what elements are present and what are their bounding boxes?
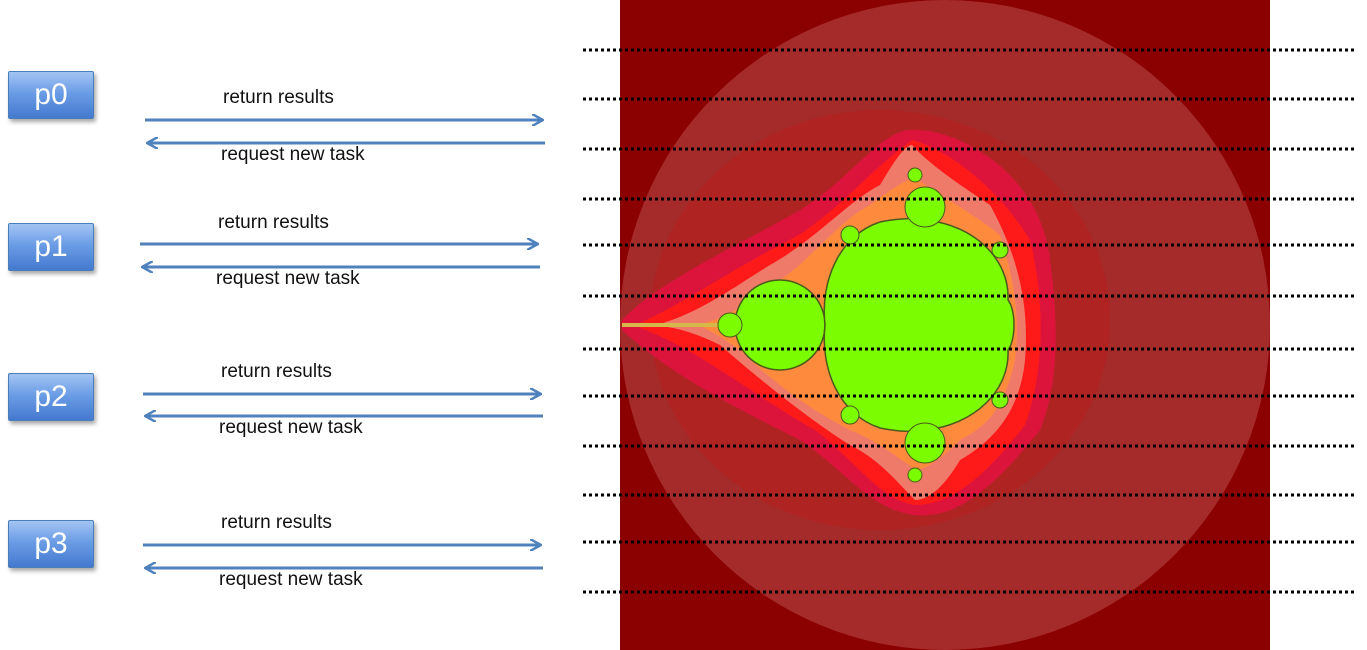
request-task-label-p2: request new task	[219, 417, 363, 438]
fractal-top-tip-bulb	[907, 167, 923, 183]
fractal-period2-bulb	[734, 279, 826, 371]
return-results-label-p1: return results	[218, 212, 329, 233]
fractal-bottom-bulb	[904, 422, 946, 464]
request-task-label-p1: request new task	[216, 268, 360, 289]
request-task-label-p3: request new task	[219, 569, 363, 590]
return-results-label-p0: return results	[223, 87, 334, 108]
processor-box-p2: p2	[8, 373, 94, 421]
processor-box-p1: p1	[8, 223, 94, 271]
processor-box-p3: p3	[8, 520, 94, 568]
return-results-label-p3: return results	[221, 512, 332, 533]
message-arrows	[140, 120, 545, 568]
fractal-left-bulb-upper	[840, 225, 860, 245]
fractal-left-bulb-lower	[840, 405, 860, 425]
fractal-right-bulb-lower	[991, 391, 1009, 409]
processor-box-p0: p0	[8, 71, 94, 119]
return-results-label-p2: return results	[221, 361, 332, 382]
fractal-small-bulb	[717, 312, 743, 338]
fractal-bottom-tip-bulb	[907, 467, 923, 483]
fractal-top-bulb	[904, 186, 946, 228]
row-dividers	[583, 48, 1355, 594]
fractal-main-cardioid	[823, 217, 1015, 433]
request-task-label-p0: request new task	[221, 144, 365, 165]
